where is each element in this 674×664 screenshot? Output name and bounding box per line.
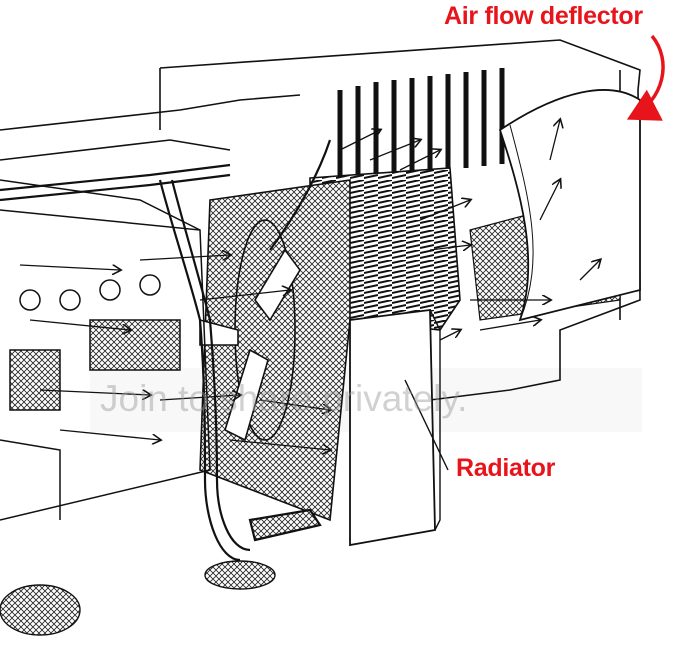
cooling-fan [199,219,301,442]
mounting-foot [0,560,276,636]
watermark-text: Join to share privately. [100,378,468,419]
air-flow-deflector-label: Air flow deflector [444,2,643,30]
deflector-callout-arrow [626,34,665,121]
coolant-pipes [0,139,332,562]
airflow-arrows [19,120,600,450]
engine-block [0,179,211,521]
air-flow-deflector-sheet [498,89,641,322]
radiator-label: Radiator [456,454,556,482]
radiator-leader-line [404,379,449,471]
radiator-core [199,167,461,547]
upper-louvres [337,68,505,185]
